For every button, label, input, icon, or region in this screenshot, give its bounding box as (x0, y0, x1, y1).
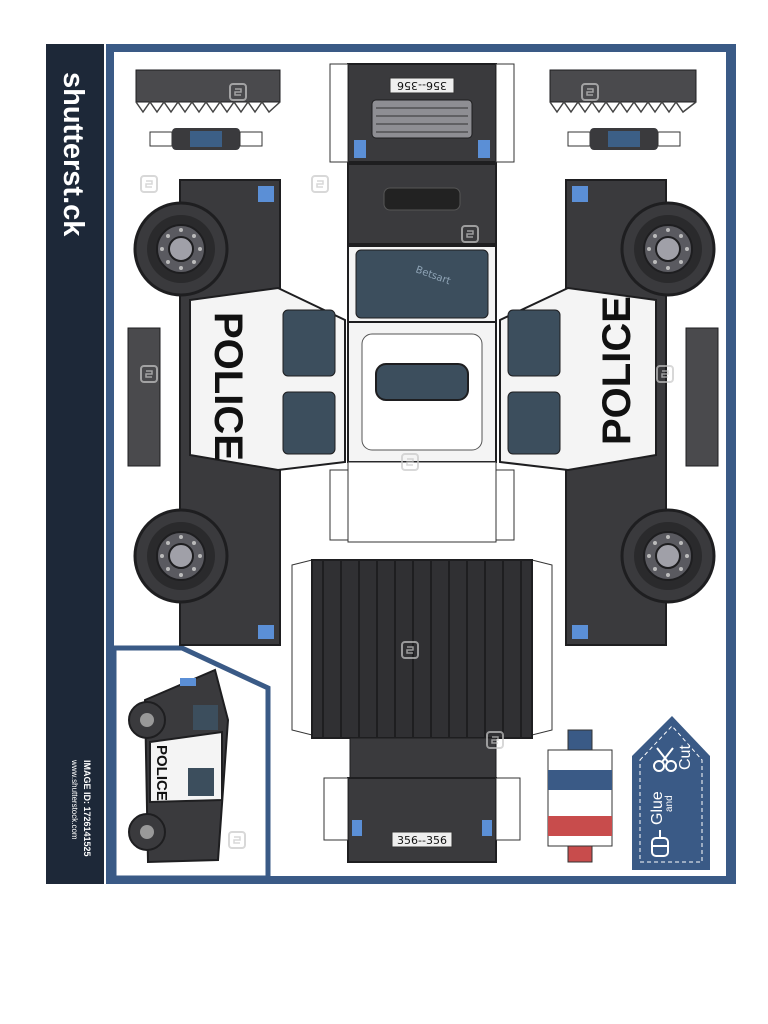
preview-car: POLICE (128, 668, 230, 864)
right-side-panel: POLICE (499, 179, 719, 646)
tag-cut: Cut (677, 745, 694, 770)
left-side-panel: POLICE (127, 179, 346, 646)
tag-glue: Glue (649, 791, 666, 825)
glue-bottle-icon (651, 830, 669, 857)
center-strip: 356--356 Betsart 356--356 (291, 63, 553, 863)
left-lightbar-piece (149, 128, 263, 150)
brand-logo: shutterst.ck (57, 72, 89, 237)
right-lightbar-piece (567, 128, 681, 150)
site-url: www.shutterstock.com (70, 759, 79, 840)
lightbar-cylinder (547, 729, 613, 863)
svg-text:POLICE: POLICE (153, 745, 170, 801)
scissors-icon (653, 747, 677, 772)
image-id: IMAGE ID: 1726141525 (82, 760, 92, 857)
plate-bottom: 356--356 (397, 834, 447, 847)
top-right-rack (549, 69, 697, 114)
plate-top: 356--356 (397, 79, 447, 92)
tag-and: and (664, 795, 675, 812)
sidebar (46, 44, 104, 884)
cut-glue-tag: Cut and Glue (632, 716, 710, 870)
police-text-left: POLICE (206, 312, 250, 461)
top-left-rack (135, 69, 281, 114)
police-text-right: POLICE (595, 296, 639, 445)
